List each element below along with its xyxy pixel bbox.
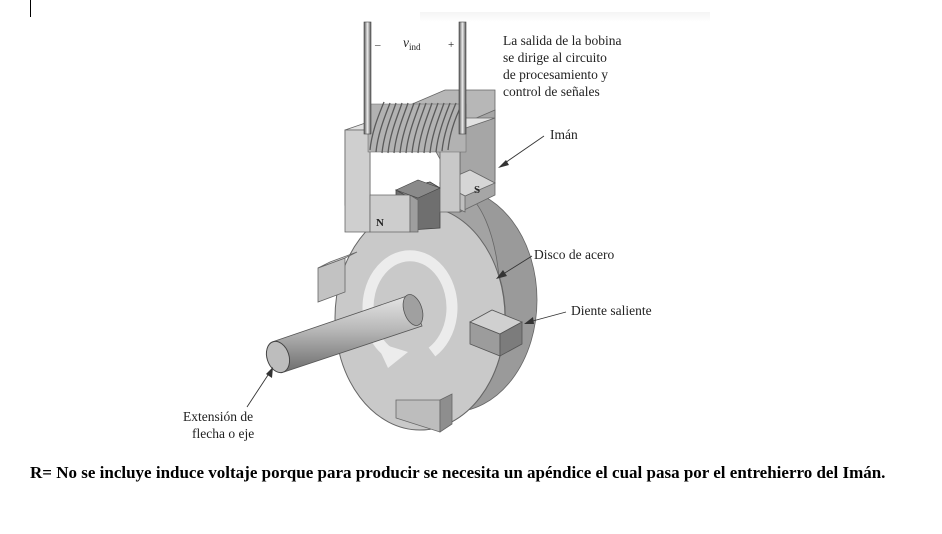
steel-disk-label: Disco de acero [534, 247, 614, 262]
shaft-label: Extensión de flecha o eje [183, 409, 254, 441]
south-pole-label: S [474, 184, 480, 196]
minus-sign: – [374, 39, 381, 51]
svg-text:Extensión de: Extensión de [183, 409, 253, 424]
voltage-label: vind [403, 35, 421, 52]
svg-text:control de señales: control de señales [503, 84, 600, 99]
magnet-pointer-arrow [498, 135, 545, 168]
salient-tooth-label: Diente saliente [571, 303, 652, 318]
speed-sensor-diagram: – + vind N S La salida de la bobina se d… [183, 21, 652, 441]
svg-text:se dirige al circuito: se dirige al circuito [503, 50, 607, 65]
tooth-pointer-arrow [524, 311, 567, 324]
svg-text:flecha o eje: flecha o eje [192, 426, 254, 441]
coil [367, 101, 467, 154]
shaft-pointer-arrow [246, 367, 273, 408]
plus-sign: + [448, 39, 454, 51]
north-pole-label: N [376, 217, 384, 229]
shaft [265, 294, 424, 374]
text-cursor [30, 0, 31, 17]
svg-text:La salida de la bobina: La salida de la bobina [503, 33, 621, 48]
coil-output-label: La salida de la bobina se dirige al circ… [503, 33, 621, 99]
answer-text: R= No se incluye induce voltaje porque p… [30, 463, 886, 482]
salient-tooth [469, 309, 523, 357]
magnet-label: Imán [550, 127, 578, 142]
coil-wires [363, 21, 467, 135]
top-shadow [420, 12, 710, 22]
disk-pointer-arrow [496, 255, 533, 279]
svg-text:de procesamiento y: de procesamiento y [503, 67, 608, 82]
